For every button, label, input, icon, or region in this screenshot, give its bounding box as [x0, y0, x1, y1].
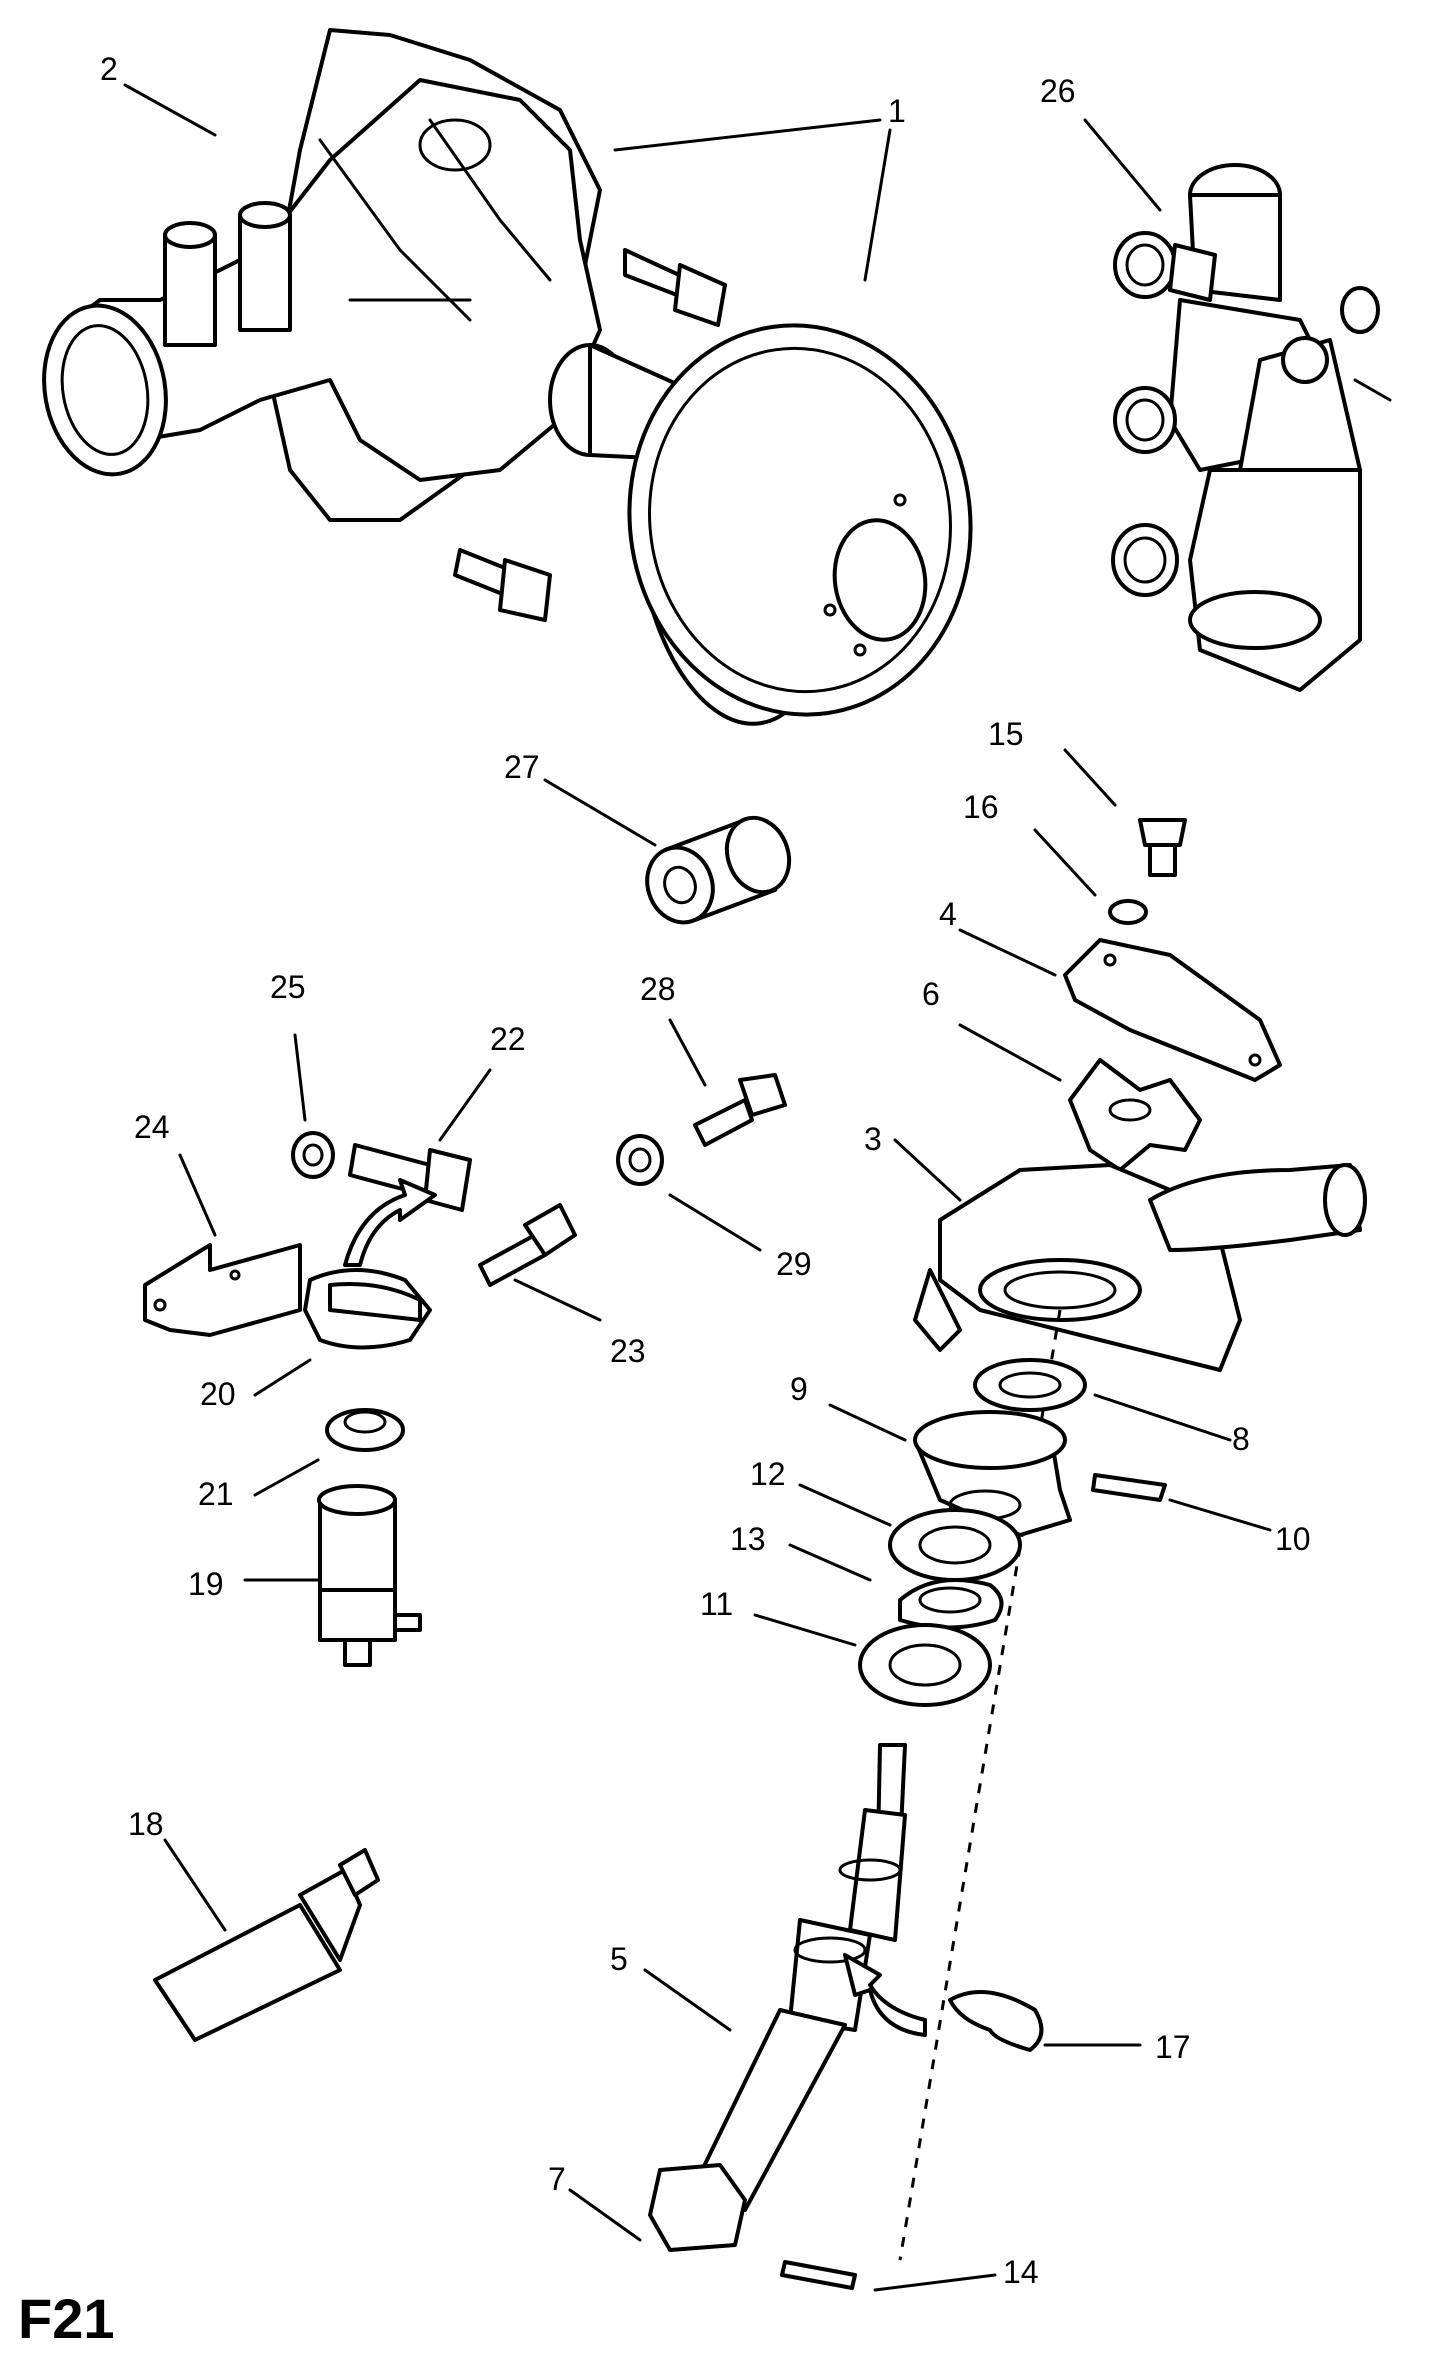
callout-6: 6 — [922, 976, 940, 1012]
callout-22: 22 — [490, 1021, 526, 1057]
fit-direction-arrow-20 — [343, 1178, 437, 1267]
nut-25 — [291, 1131, 335, 1179]
roll-pin — [780, 2260, 857, 2290]
screw-washer — [1108, 899, 1148, 925]
callout-28: 28 — [640, 971, 676, 1007]
pump-housing — [913, 1163, 1367, 1372]
callout-2: 2 — [100, 51, 118, 87]
callout-19: 19 — [188, 1566, 224, 1602]
bearing-carrier — [913, 1410, 1072, 1537]
callout-7: 7 — [548, 2161, 566, 2197]
pump-cover-plate — [1063, 938, 1282, 1082]
washer-pump-motor — [317, 1484, 422, 1667]
callout-5: 5 — [610, 1941, 628, 1977]
cover-screw — [1138, 818, 1187, 877]
callout-9: 9 — [790, 1371, 808, 1407]
callout-10: 10 — [1275, 1521, 1311, 1557]
circlip-13 — [898, 1578, 1004, 1630]
callout-26: 26 — [1040, 73, 1076, 109]
callout-12: 12 — [750, 1456, 786, 1492]
callout-18: 18 — [128, 1806, 164, 1842]
sealant-tube — [153, 1848, 380, 2042]
bolt-23 — [478, 1203, 577, 1287]
callout-4: 4 — [939, 896, 957, 932]
shaft-bearing — [858, 1623, 992, 1707]
shaft-nut — [648, 2163, 747, 2252]
water-pump-housing — [42, 28, 692, 522]
pump-bolt-lower — [453, 548, 552, 622]
callout-27: 27 — [504, 749, 540, 785]
thermostat-valve-housing — [1111, 163, 1392, 692]
callout-16: 16 — [963, 789, 999, 825]
bolt-28 — [693, 1073, 787, 1147]
clamp-20 — [303, 1268, 432, 1350]
dowel-pin — [1091, 1473, 1167, 1502]
callout-23: 23 — [610, 1333, 646, 1369]
washer-29 — [616, 1134, 664, 1186]
fit-direction-arrow — [843, 1953, 927, 2037]
callout-20: 20 — [200, 1376, 236, 1412]
callout-24: 24 — [134, 1109, 170, 1145]
mounting-bracket — [143, 1243, 302, 1337]
snap-ring — [948, 1990, 1044, 2052]
callout-13: 13 — [730, 1521, 766, 1557]
callout-1: 1 — [888, 93, 906, 129]
pump-pulley — [627, 323, 973, 726]
grommet-21 — [325, 1408, 405, 1452]
impeller — [1068, 1058, 1202, 1172]
callout-14: 14 — [1003, 2254, 1039, 2290]
callout-3: 3 — [864, 1121, 882, 1157]
callout-21: 21 — [198, 1476, 234, 1512]
pump-shaft — [688, 1743, 907, 2212]
callout-29: 29 — [776, 1246, 812, 1282]
page-id: F21 — [18, 2287, 115, 2350]
callout-15: 15 — [988, 716, 1024, 752]
callout-25: 25 — [270, 969, 306, 1005]
pump-bolt-upper — [623, 248, 727, 327]
rubber-bushing — [645, 815, 792, 925]
seal-ring — [973, 1358, 1087, 1412]
callout-8: 8 — [1232, 1421, 1250, 1457]
leader-lines — [123, 83, 1272, 2292]
bearing-seal — [888, 1508, 1022, 1582]
callout-17: 17 — [1155, 2029, 1191, 2065]
callout-11: 11 — [700, 1586, 733, 1622]
